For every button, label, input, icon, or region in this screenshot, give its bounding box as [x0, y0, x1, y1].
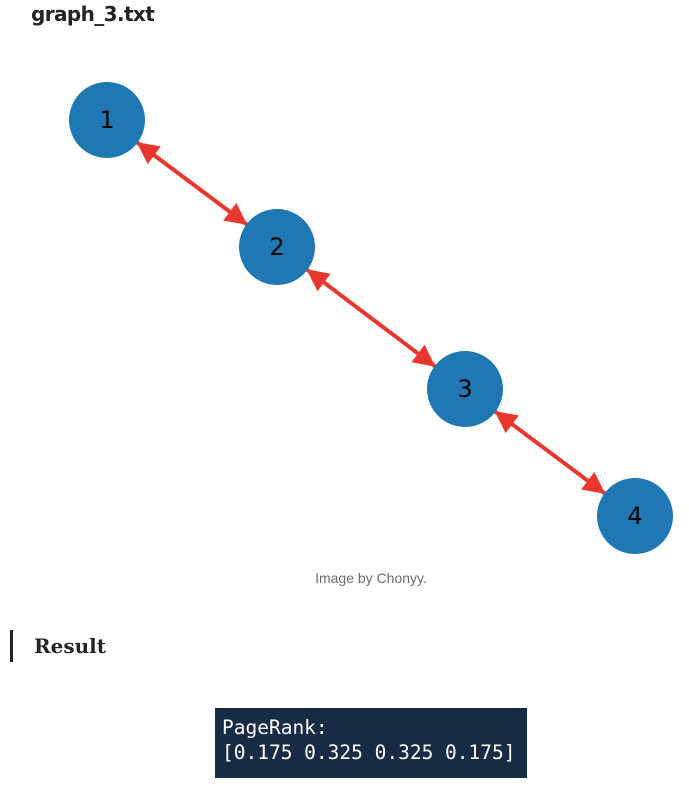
result-heading: Result	[34, 634, 106, 658]
node-circle	[69, 82, 145, 158]
nodes-layer: 1 2 3 4	[69, 82, 673, 554]
graph-node-1: 1	[69, 82, 145, 158]
section-title: graph_3.txt	[31, 2, 155, 26]
edge-1-2	[135, 140, 249, 227]
graph-figure: 1 2 3 4	[0, 40, 689, 570]
node-circle	[239, 209, 315, 285]
graph-node-2: 2	[239, 209, 315, 285]
graph-svg: 1 2 3 4	[69, 82, 673, 554]
node-label: 3	[457, 375, 472, 403]
code-line-values: [0.175 0.325 0.325 0.175]	[222, 741, 516, 764]
result-blockquote: Result	[10, 630, 106, 662]
node-circle	[597, 478, 673, 554]
image-caption: Image by Chonyy.	[315, 570, 427, 586]
code-block: PageRank:[0.175 0.325 0.325 0.175]	[215, 708, 527, 778]
edge-2-3	[305, 267, 437, 369]
code-line-label: PageRank:	[222, 716, 328, 739]
node-label: 1	[99, 106, 114, 134]
edges-layer	[135, 140, 607, 496]
graph-node-4: 4	[597, 478, 673, 554]
graph-node-3: 3	[427, 351, 503, 427]
node-circle	[427, 351, 503, 427]
edge-3-4	[493, 409, 607, 496]
node-label: 4	[627, 502, 642, 530]
node-label: 2	[269, 233, 284, 261]
